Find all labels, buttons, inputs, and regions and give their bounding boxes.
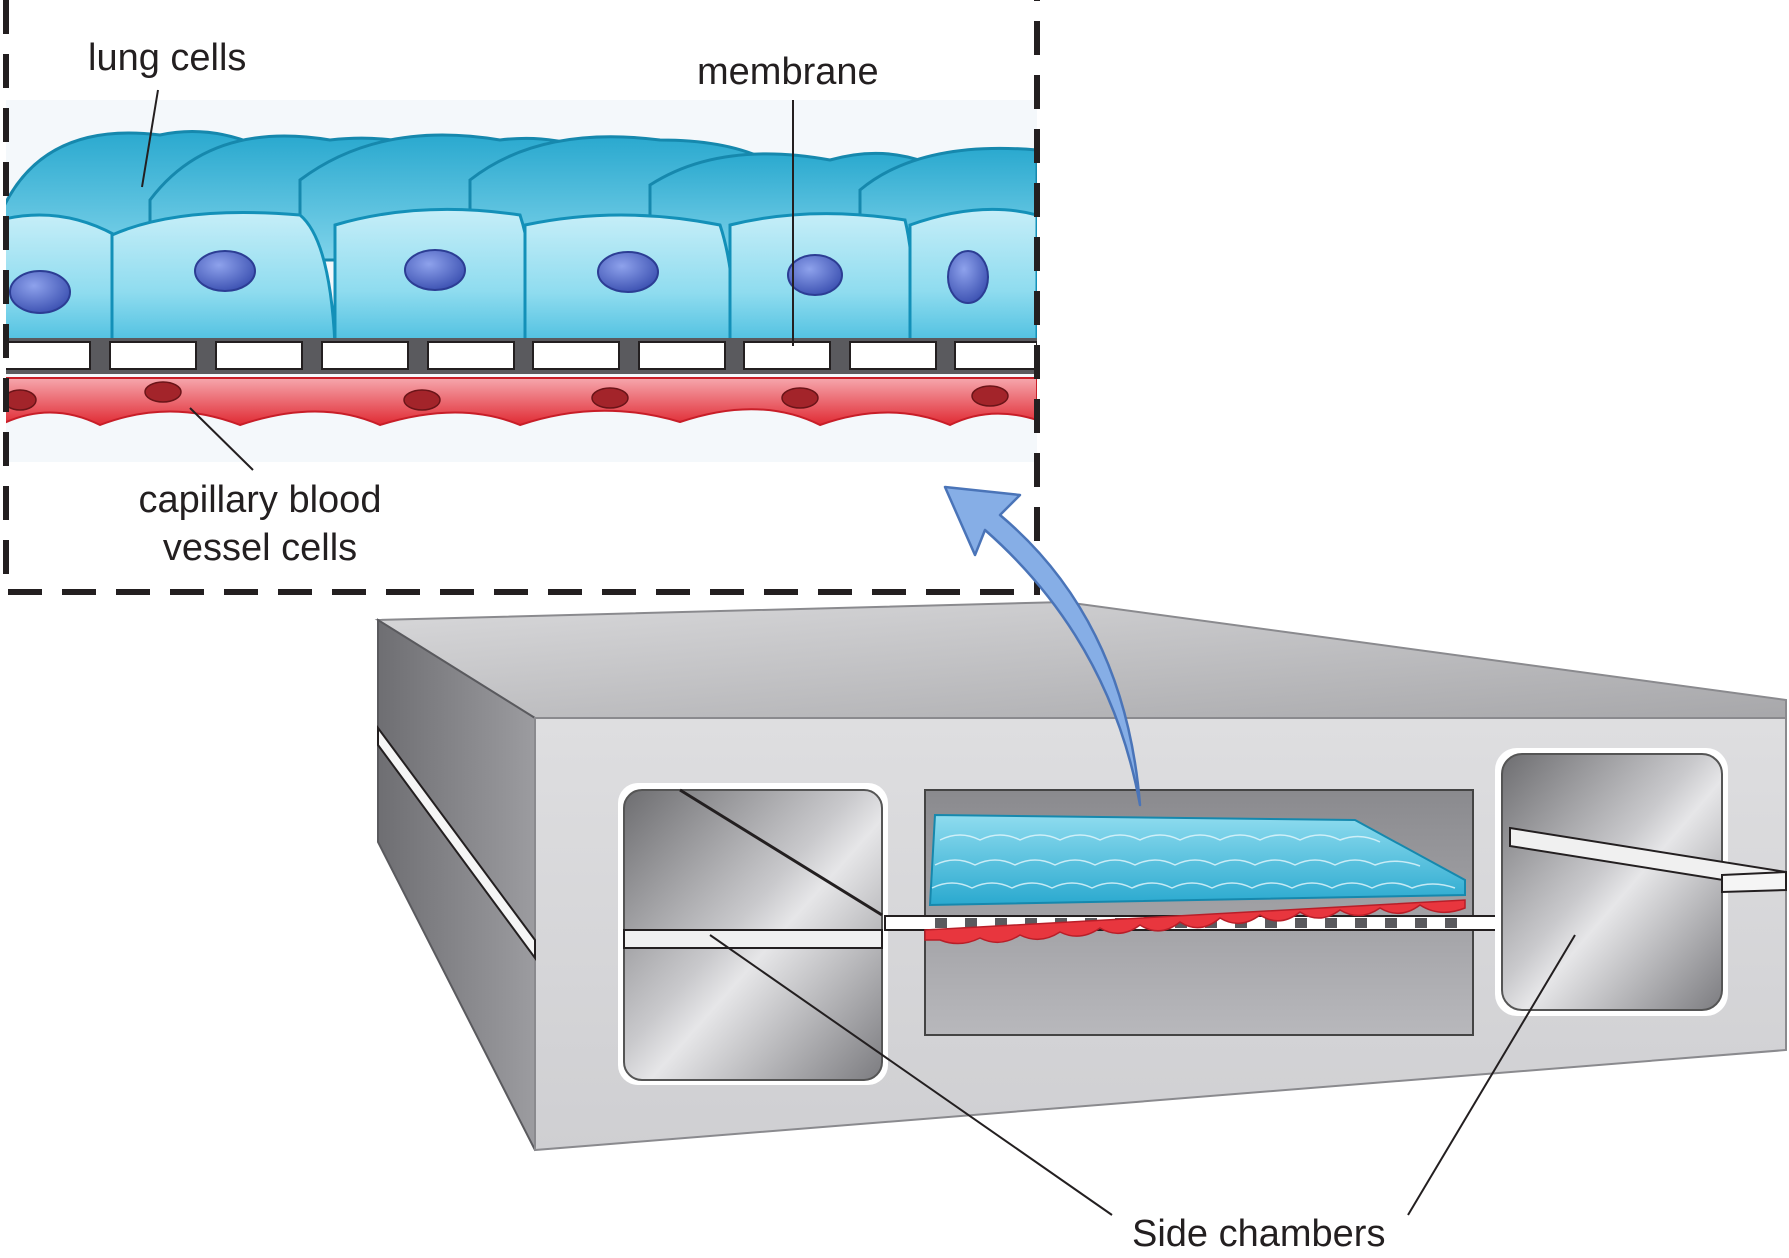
left-side-chamber xyxy=(618,783,888,1085)
device-membrane-edge-left xyxy=(377,724,536,962)
lung-cells-label: lung cells xyxy=(88,37,247,79)
capillary-leader xyxy=(189,407,254,471)
device-membrane-edge-right xyxy=(1721,870,1787,894)
inset-dashed-border xyxy=(3,0,1040,595)
capillary-label-line1: capillary blood xyxy=(138,479,382,521)
capillary-cells xyxy=(6,377,1037,427)
chip-capillary-layer xyxy=(924,899,1466,945)
lung-cells-leader xyxy=(141,89,159,188)
inset-leader-lines xyxy=(141,89,794,471)
right-chamber-leader xyxy=(1407,934,1576,1216)
membrane-strip xyxy=(6,338,1037,374)
magnified-inset xyxy=(3,0,1040,595)
left-chamber-leader xyxy=(709,934,1113,1216)
side-chambers-leaders xyxy=(709,934,1576,1216)
lung-cell-nuclei xyxy=(9,249,989,314)
right-side-chamber xyxy=(1495,748,1787,1016)
chip-device xyxy=(374,600,1787,1152)
chip-cell-texture xyxy=(931,834,1456,889)
lung-cells-front-row xyxy=(6,207,1037,347)
magnify-arrow xyxy=(943,485,1142,807)
membrane-label: membrane xyxy=(697,51,879,93)
side-chambers-label: Side chambers xyxy=(1132,1213,1386,1255)
capillary-label-line2: vessel cells xyxy=(162,527,358,569)
center-chamber xyxy=(884,789,1511,1036)
